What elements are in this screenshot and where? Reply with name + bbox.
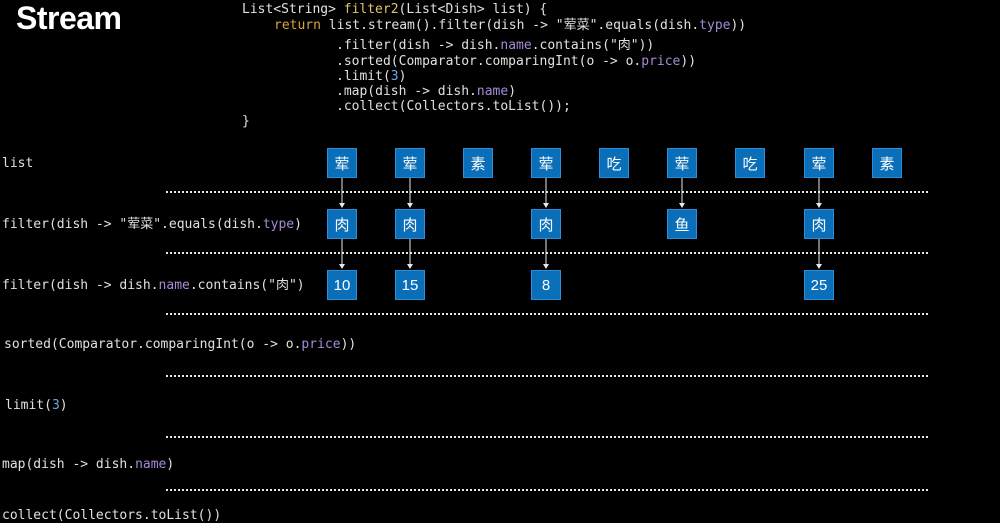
code-line-1: List<String> filter2(List<Dish> list) { — [242, 2, 547, 18]
code-method-name: filter2 — [343, 2, 399, 17]
filtered-name-box: 25 — [804, 270, 834, 300]
list-item-box: 荤 — [667, 148, 697, 178]
row-label-limit: limit(3) — [5, 398, 68, 413]
code-line-2: return list.stream().filter(dish -> "荤菜"… — [274, 18, 746, 34]
row-label-filter-type: filter(dish -> "荤菜".equals(dish.type) — [2, 217, 302, 232]
list-item-box: 荤 — [327, 148, 357, 178]
list-item-box: 吃 — [735, 148, 765, 178]
code-line-3: .filter(dish -> dish.name.contains("肉")) — [336, 38, 654, 54]
code-line-5: .limit(3) — [336, 69, 406, 85]
flow-arrow-head — [816, 264, 822, 269]
list-item-box: 吃 — [599, 148, 629, 178]
divider — [166, 191, 928, 193]
code-text: )) — [730, 18, 747, 33]
code-field: name — [476, 84, 509, 99]
flow-arrow-head — [339, 203, 345, 208]
filtered-type-box: 鱼 — [667, 209, 697, 239]
row-label-list: list — [2, 156, 34, 171]
flow-arrow-head — [816, 203, 822, 208]
code-text: list.stream().filter(dish -> "荤菜".equals… — [320, 18, 700, 33]
code-number: 3 — [390, 69, 399, 84]
row-label-sorted: sorted(Comparator.comparingInt(o -> o.pr… — [4, 337, 357, 352]
flow-arrow-head — [543, 203, 549, 208]
code-text: .contains("肉")) — [531, 38, 655, 53]
code-field: name — [500, 38, 532, 53]
divider — [166, 313, 928, 315]
code-keyword: return — [274, 18, 321, 33]
code-text: ) — [398, 69, 407, 84]
flow-arrow-head — [679, 203, 685, 208]
filtered-name-box: 15 — [395, 270, 425, 300]
filtered-name-box: 8 — [531, 270, 561, 300]
list-item-box: 素 — [463, 148, 493, 178]
flow-arrow-head — [407, 203, 413, 208]
code-text: (List<Dish> list) { — [398, 2, 548, 17]
code-text: )) — [680, 54, 697, 69]
code-line-7: .collect(Collectors.toList()); — [336, 99, 571, 114]
filtered-name-box: 10 — [327, 270, 357, 300]
code-text: .sorted(Comparator.comparingInt(o -> o. — [336, 54, 642, 69]
list-item-box: 荤 — [395, 148, 425, 178]
divider — [166, 252, 928, 254]
list-item-box: 荤 — [804, 148, 834, 178]
filtered-type-box: 肉 — [804, 209, 834, 239]
row-label-filter-name: filter(dish -> dish.name.contains("肉") — [2, 278, 305, 293]
code-line-6: .map(dish -> dish.name) — [336, 84, 516, 100]
code-text: .limit( — [336, 69, 391, 84]
code-field: type — [699, 18, 731, 33]
code-line-8: } — [242, 114, 250, 129]
list-item-box: 荤 — [531, 148, 561, 178]
divider — [166, 436, 928, 438]
flow-arrow-head — [543, 264, 549, 269]
code-text: .filter(dish -> dish. — [336, 38, 501, 53]
code-line-4: .sorted(Comparator.comparingInt(o -> o.p… — [336, 54, 696, 70]
page-title: Stream — [16, 0, 122, 36]
code-text: .map(dish -> dish. — [336, 84, 477, 99]
flow-arrow-head — [407, 264, 413, 269]
code-text: ) — [508, 84, 517, 99]
code-text: List<String> — [242, 2, 344, 17]
filtered-type-box: 肉 — [531, 209, 561, 239]
row-label-map: map(dish -> dish.name) — [2, 457, 175, 472]
list-item-box: 素 — [872, 148, 902, 178]
divider — [166, 375, 928, 377]
code-field: price — [641, 54, 681, 69]
filtered-type-box: 肉 — [395, 209, 425, 239]
flow-arrow-head — [339, 264, 345, 269]
divider — [166, 489, 928, 491]
filtered-type-box: 肉 — [327, 209, 357, 239]
